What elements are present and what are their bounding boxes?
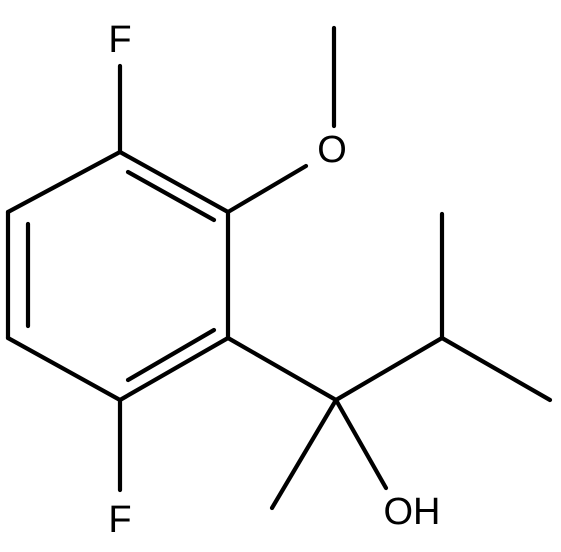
bond-ring-c6-c1: [5, 149, 123, 215]
bond-ring-c1-c2: [117, 149, 231, 215]
bond-ring-c1-c2-inner: [125, 169, 217, 223]
atom-label-hydroxyl: OH: [384, 491, 441, 533]
bond-ring-c3-c4: [117, 335, 231, 403]
bond-isopropyl-right-methyl: [439, 335, 553, 403]
atom-label-fluorine-top: F: [108, 19, 131, 61]
atom-label-oxygen-methoxy: O: [317, 129, 347, 171]
bond-c2-oxygen: [225, 163, 309, 215]
bond-quaternary-methyl: [269, 397, 339, 511]
atom-label-fluorine-bottom: F: [108, 499, 131, 541]
bond-quaternary-hydroxyl: [333, 397, 389, 491]
bond-ring-c3-c4-inner: [125, 327, 217, 383]
benzene-ring: [5, 149, 231, 403]
bond-quaternary-isopropyl-ch: [333, 335, 445, 403]
bond-c3-quaternary-carbon: [225, 335, 339, 403]
bond-ring-c4-c5: [5, 335, 123, 403]
